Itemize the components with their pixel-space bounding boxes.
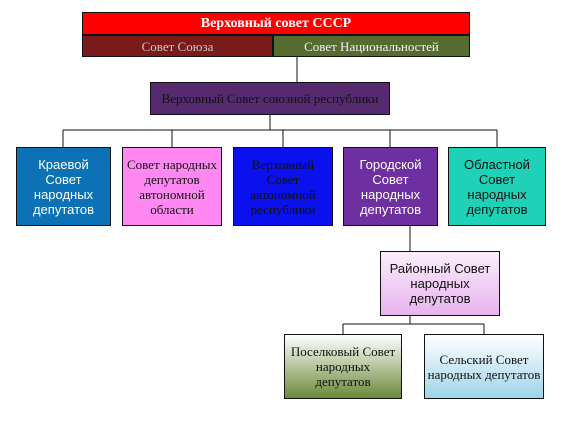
village-soviet-label: Сельский Совет народных депутатов (427, 351, 541, 382)
kray-soviet-box: Краевой Совет народных депутатов (16, 147, 111, 226)
soviet-of-nationalities-label: Совет Национальностей (304, 38, 439, 54)
kray-soviet-label: Краевой Совет народных депутатов (32, 156, 95, 217)
autonomous-republic-soviet-box: Верховный Совет автономной республики (233, 147, 333, 226)
settlement-soviet-box: Поселковый Совет народных депутатов (284, 334, 402, 399)
supreme-soviet-ussr-label: Верховный совет СССР (200, 16, 352, 31)
republic-supreme-soviet-label: Верховный Совет союзной республики (161, 90, 379, 106)
settlement-soviet-label: Поселковый Совет народных депутатов (290, 344, 396, 389)
soviet-of-nationalities-box: Совет Национальностей (273, 35, 470, 57)
autonomous-republic-soviet-label: Верховный Совет автономной республики (250, 156, 316, 217)
autonomous-oblast-soviet-box: Совет народных депутатов автономной обла… (122, 147, 222, 226)
oblast-soviet-box: Областной Совет народных депутатов (448, 147, 546, 226)
oblast-soviet-label: Областной Совет народных депутатов (464, 156, 530, 217)
supreme-soviet-ussr-box: Верховный совет СССР (82, 12, 470, 35)
district-soviet-label: Районный Совет народных депутатов (389, 261, 491, 306)
city-soviet-label: Городской Совет народных депутатов (359, 156, 422, 217)
soviet-of-union-box: Совет Союза (82, 35, 273, 57)
republic-supreme-soviet-box: Верховный Совет союзной республики (150, 82, 390, 115)
village-soviet-box: Сельский Совет народных депутатов (424, 334, 544, 399)
city-soviet-box: Городской Совет народных депутатов (343, 147, 438, 226)
soviet-of-union-label: Совет Союза (141, 38, 214, 54)
district-soviet-box: Районный Совет народных депутатов (380, 251, 500, 316)
autonomous-oblast-soviet-label: Совет народных депутатов автономной обла… (126, 156, 218, 217)
